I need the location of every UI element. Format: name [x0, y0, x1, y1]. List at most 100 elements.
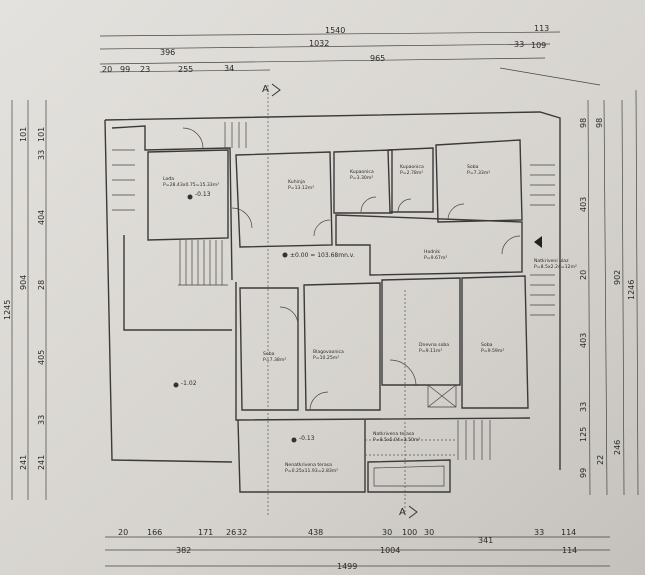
section-label: A: [262, 84, 269, 95]
room-label-text: P=10.25m²: [313, 355, 339, 361]
dim-text: 114: [562, 546, 577, 555]
dim-text: 22: [596, 455, 605, 465]
dimension-lines-top: [99, 31, 601, 86]
dim-text: 101: [37, 127, 46, 142]
dim-text: 166: [147, 528, 162, 537]
room-label-text: P=3.30m²: [350, 175, 373, 181]
room-label-text: Soba: [481, 342, 493, 348]
dim-text: 405: [37, 350, 46, 365]
dim-text: 34: [224, 64, 234, 73]
room-label-text: P=13.12m²: [288, 185, 314, 191]
dim-text: 109: [531, 41, 546, 50]
room-label-text: Soba: [263, 351, 275, 357]
dim-text: 404: [37, 210, 46, 225]
room-label-text: Soba: [467, 164, 479, 170]
dim-text: 99: [579, 468, 588, 478]
dim-text: 396: [160, 48, 175, 57]
room-label-text: P=28.43x0.75=15.33m²: [163, 182, 219, 188]
dim-text: 341: [478, 536, 493, 545]
room-label-text: P=0.25x11.93=2.83m²: [285, 468, 338, 474]
dim-text: 33: [534, 528, 544, 537]
dim-text: 1245: [3, 300, 12, 320]
room-label-text: Natkrivena terasa: [373, 431, 414, 437]
level-reference-text: ±0.00 = 103.68mn.v.: [290, 252, 355, 259]
dim-text: 28: [37, 280, 46, 290]
dim-text: 33: [37, 150, 46, 160]
room-label-text: Kuhinja: [288, 179, 305, 185]
dim-text: 101: [19, 127, 28, 142]
room-label-text: Natkriveni ulaz: [534, 258, 569, 264]
dim-text: 1540: [325, 26, 345, 35]
dim-text: 241: [37, 455, 46, 470]
dim-text: 33: [514, 40, 524, 49]
stairs: [112, 122, 555, 460]
dim-text: 1499: [337, 562, 357, 571]
dim-text: 99: [120, 65, 130, 74]
dim-text: 1032: [309, 39, 329, 48]
dim-text: 26: [226, 528, 236, 537]
room-label-text: P=8.5x2.24=12m²: [534, 264, 577, 270]
dimension-text-left: 1245 101 904 241 101 33 101 404 28 405 3…: [3, 127, 46, 470]
room-label-text: Hodnik: [424, 249, 440, 255]
room-label-text: P=7.38m²: [263, 357, 286, 363]
dim-text: 902: [613, 270, 622, 285]
door-swings: [182, 127, 521, 411]
dim-text: 113: [534, 24, 549, 33]
room-label-text: Nenatkrivena terasa: [285, 462, 332, 468]
room-label-text: Lođa: [163, 176, 174, 182]
level-marks: -0.13 -1.02 -0.13 ±0.00 = 103.68mn.v.: [173, 191, 355, 443]
dimension-lines-right: [587, 89, 639, 496]
room-label-text: Blagovaonica: [313, 349, 344, 355]
dim-text: 23: [140, 65, 150, 74]
dim-text: 30: [382, 528, 392, 537]
dim-text: 114: [561, 528, 576, 537]
room-label-text: P=2.78m²: [400, 170, 423, 176]
dimension-lines-bottom: [105, 536, 610, 567]
dim-text: 241: [19, 455, 28, 470]
room-label-text: P=9.67m²: [424, 255, 447, 261]
dimension-text-bottom: 20 166 171 26 32 438 30 100 30 341 33 11…: [118, 528, 577, 571]
level-text: -0.13: [195, 191, 211, 198]
section-label: A: [399, 507, 406, 518]
dimension-text-right: 98 403 20 403 33 125 22 99 98 902 246 12…: [579, 118, 636, 478]
dim-text: 403: [579, 333, 588, 348]
dimension-lines-left: [11, 100, 47, 500]
dim-text: 20: [579, 270, 588, 280]
room-label-text: Kupaonica: [350, 169, 374, 175]
dim-text: 171: [198, 528, 213, 537]
room-label-text: P=9.11m²: [419, 348, 442, 354]
room-label-text: P=9.59m²: [481, 348, 504, 354]
dim-text: 20: [102, 65, 112, 74]
dim-text: 965: [370, 54, 385, 63]
dim-text: 125: [579, 427, 588, 442]
dim-text: 1246: [627, 280, 636, 300]
entrance-arrow-icon: [534, 236, 542, 248]
dim-text: 403: [579, 197, 588, 212]
dim-text: 438: [308, 528, 323, 537]
dim-text: 32: [237, 528, 247, 537]
dim-text: 98: [579, 118, 588, 128]
section-marker-top: A: [262, 83, 281, 97]
room-label-text: P=8.5x5.04=2.50m²: [373, 437, 420, 443]
dimension-text-top: 1540 113 1032 33 109 396 965 20 99 23 25…: [102, 24, 549, 74]
level-text: -0.13: [299, 435, 315, 442]
dim-text: 246: [613, 440, 622, 455]
room-label-text: Kupaonica: [400, 164, 424, 170]
dim-text: 1004: [380, 546, 400, 555]
dim-text: 255: [178, 65, 193, 74]
room-label-text: Dnevna soba: [419, 342, 449, 348]
